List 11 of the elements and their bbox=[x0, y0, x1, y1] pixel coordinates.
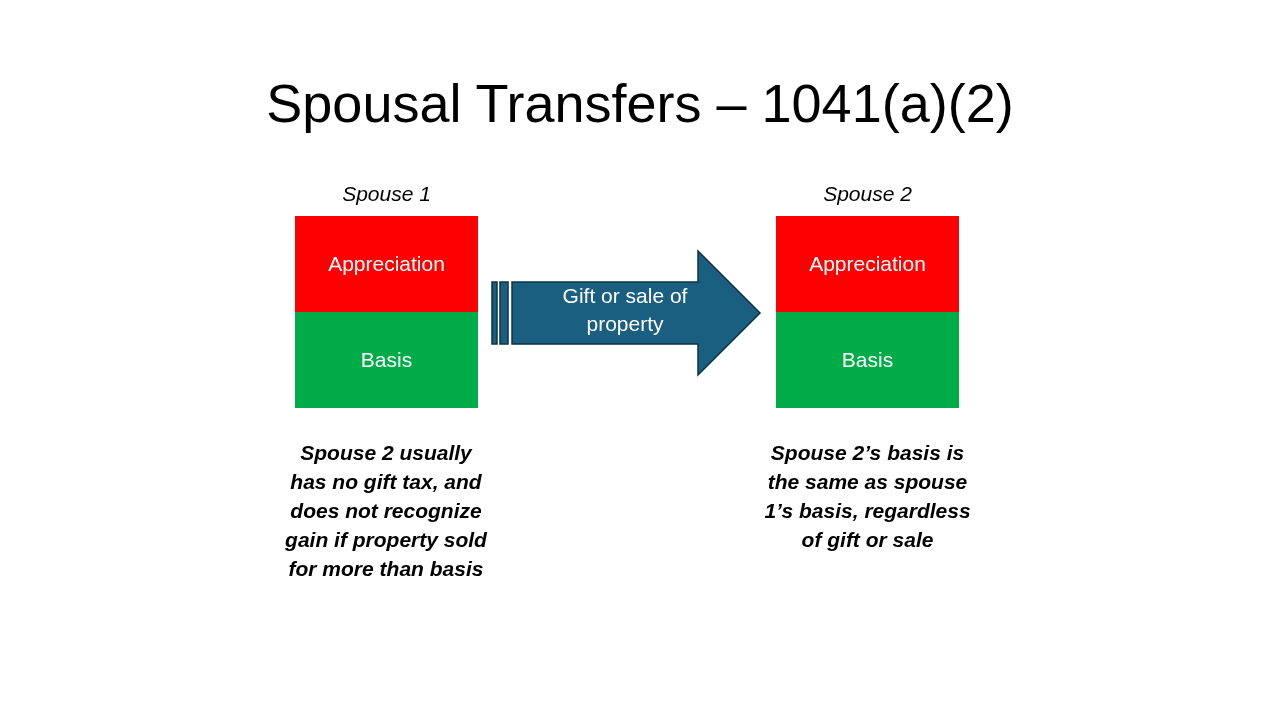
note-text: Spouse 2 usually has no gift tax, and does not recognize gain if property sold for more than basis bbox=[284, 440, 488, 582]
basis-box: Basis bbox=[776, 312, 959, 408]
title: Spousal Transfers – 1041(a)(2) bbox=[265, 72, 1015, 134]
edge-label: Gift or sale of property bbox=[561, 283, 689, 337]
appreciation-box: Appreciation bbox=[776, 216, 959, 312]
note-text: Spouse 2’s basis is the same as spouse 1’s basis, regardless of gift or sale bbox=[763, 440, 972, 553]
basis-box: Basis bbox=[295, 312, 478, 408]
appreciation-box: Appreciation bbox=[295, 216, 478, 312]
block-arrow bbox=[491, 249, 762, 377]
group-heading: Spouse 1 bbox=[341, 182, 432, 206]
group-heading: Spouse 2 bbox=[822, 182, 913, 206]
